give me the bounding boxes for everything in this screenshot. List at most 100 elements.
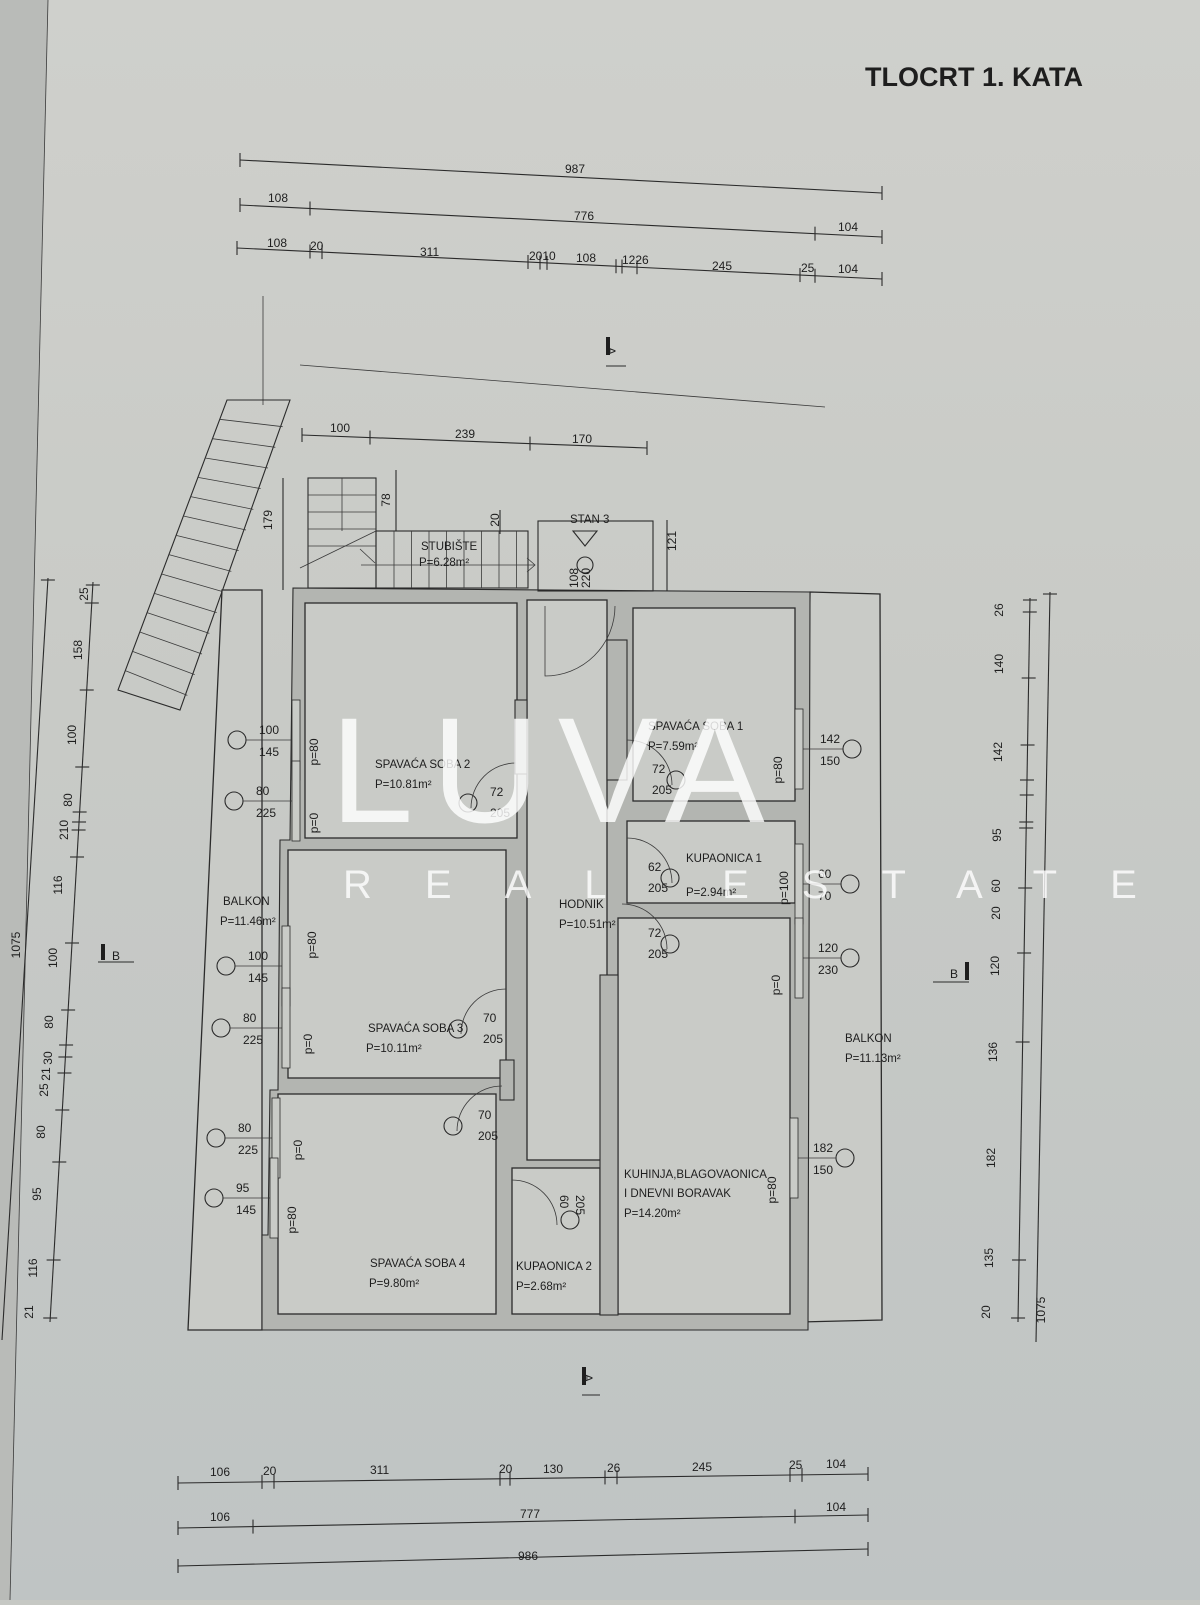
dimension-label: 80 <box>42 1015 56 1029</box>
parapet-height: p=80 <box>765 1176 779 1203</box>
dimension-label: 179 <box>261 510 275 530</box>
stair-step <box>146 612 210 634</box>
dimension-label: 104 <box>838 262 858 276</box>
dimension-label: 20 <box>989 906 1003 920</box>
dimension-label: 108 <box>268 191 288 205</box>
dimension-label: 1075 <box>1034 1296 1048 1323</box>
window <box>281 987 291 1069</box>
dimension-label: 80 <box>34 1125 48 1139</box>
dimension-label: 108 <box>267 236 287 250</box>
door-width: 72 <box>648 926 662 940</box>
dimension-label: 116 <box>26 1258 40 1277</box>
door-swing <box>511 1179 558 1226</box>
dimension-label: 104 <box>826 1457 846 1471</box>
dimension-label: 170 <box>572 432 592 446</box>
opening-tags <box>204 699 862 1239</box>
dimension-label: 120 <box>988 956 1002 976</box>
door-width: 70 <box>483 1011 497 1025</box>
door-swing <box>460 988 507 1035</box>
dimension-line <box>236 247 883 280</box>
dimension-label: 95 <box>30 1187 44 1201</box>
parapet-height: p=0 <box>291 1139 305 1160</box>
room-name: I DNEVNI BORAVAK <box>624 1188 731 1200</box>
room-area: P=7.59m² <box>648 741 698 753</box>
dimension-label: 158 <box>71 640 85 660</box>
window-width: 80 <box>238 1121 252 1135</box>
parapet-height: p=80 <box>305 931 319 958</box>
dimension-label: 135 <box>982 1248 996 1268</box>
room-area: P=11.13m² <box>845 1053 901 1065</box>
dimension-label: 100 <box>65 725 79 745</box>
dimension-label: 245 <box>692 1460 712 1474</box>
window <box>794 708 804 790</box>
door-swing <box>626 837 673 884</box>
dimension-label: 239 <box>455 427 475 441</box>
door-height: 205 <box>573 1195 587 1215</box>
room-bathroom-1 <box>626 820 796 904</box>
window-width: 80 <box>256 784 270 798</box>
door-swing <box>456 1085 503 1132</box>
room-name: SPAVAĆA SOBA 2 <box>375 758 470 771</box>
page-edge-line <box>9 0 49 1601</box>
door-width: 70 <box>478 1108 492 1122</box>
door-tag-circle <box>560 1210 580 1230</box>
stair-step <box>183 515 247 531</box>
room-bedroom-3 <box>287 849 507 1079</box>
room-name: BALKON <box>223 896 270 908</box>
dimension-label: 25 <box>37 1083 51 1097</box>
room-area: P=2.94m² <box>686 887 736 899</box>
door-width: 72 <box>652 762 666 776</box>
site-boundary-line <box>299 364 826 408</box>
door-width: 60 <box>557 1195 571 1209</box>
dimension-label: 182 <box>984 1148 998 1168</box>
window-width: 142 <box>820 732 840 746</box>
room-area: P=10.81m² <box>375 779 432 791</box>
room-area: P=14.20m² <box>624 1208 681 1220</box>
window-width: 182 <box>813 1141 833 1155</box>
dimension-label: 1075 <box>9 931 23 958</box>
stair-step <box>176 534 239 552</box>
door-swing <box>621 903 668 950</box>
dimension-line <box>301 434 648 449</box>
dimension-line <box>49 581 94 1323</box>
dimension-label: 21 <box>39 1067 53 1081</box>
entry-door-swing <box>544 605 616 677</box>
window-height: 230 <box>818 963 838 977</box>
window-height: 70 <box>818 889 832 903</box>
dimension-line <box>1 577 49 1341</box>
dimension-line <box>1017 597 1031 1323</box>
parapet-height: p=80 <box>285 1206 299 1233</box>
dimension-label: 1226 <box>622 253 649 267</box>
door-tag-circle <box>448 1019 468 1039</box>
parapet-height: p=80 <box>307 738 321 765</box>
door-height: 205 <box>490 806 510 820</box>
room-area: P=10.51m² <box>559 919 616 931</box>
section-label-b: B <box>950 967 958 981</box>
door-tag-circle <box>666 770 686 790</box>
dimension-label: 108 <box>567 568 581 588</box>
room-area: P=11.46m² <box>220 916 276 928</box>
window-height: 145 <box>248 971 268 985</box>
window <box>269 1157 279 1239</box>
stairwell <box>299 477 654 592</box>
room-name: STUBIŠTE <box>421 540 478 553</box>
apartment-3-entry <box>537 520 654 592</box>
page-edge <box>0 0 48 1600</box>
dimension-label: 2010 <box>529 249 556 263</box>
room-name: KUHINJA,BLAGOVAONICA <box>624 1169 767 1181</box>
door-height: 205 <box>648 881 668 895</box>
entry-triangle-icon <box>571 530 599 547</box>
parapet-height: p=80 <box>771 756 785 783</box>
window-height: 225 <box>256 806 276 820</box>
dimension-label: 245 <box>712 259 732 273</box>
dimension-label: 210 <box>57 820 71 840</box>
dimension-label: 130 <box>543 1462 563 1476</box>
section-label-a: A <box>581 1374 595 1382</box>
dimension-label: 100 <box>330 421 350 435</box>
parapet-height: p=0 <box>769 974 783 995</box>
window-width: 120 <box>818 941 838 955</box>
door-height: 205 <box>483 1032 503 1046</box>
dimension-label: 20 <box>310 239 324 253</box>
